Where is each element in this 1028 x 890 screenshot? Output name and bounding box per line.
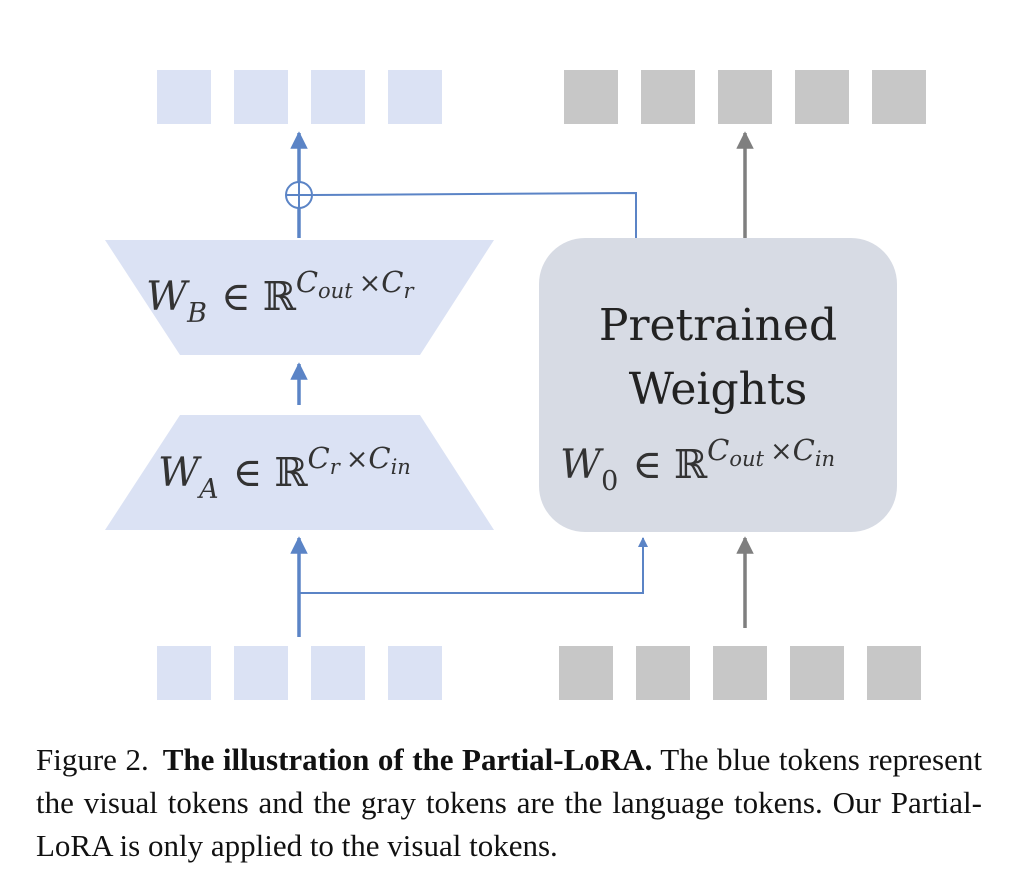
visual-token xyxy=(234,70,288,124)
top-language-tokens xyxy=(564,70,926,124)
language-token xyxy=(795,70,849,124)
language-token xyxy=(713,646,767,700)
visual-token xyxy=(157,646,211,700)
visual-token xyxy=(388,646,442,700)
language-token xyxy=(872,70,926,124)
wa-lora-down-block xyxy=(105,415,494,530)
wb-label: WB∈ℝCout×Cr xyxy=(146,265,415,329)
w0-label: W0∈ℝCout×Cin xyxy=(560,433,835,497)
pretrained-to-adder xyxy=(312,191,637,238)
visual-token xyxy=(388,70,442,124)
visual-token xyxy=(311,70,365,124)
bottom-visual-tokens xyxy=(157,646,442,700)
partial-lora-diagram: WB∈ℝCout×Cr WA∈ℝCr×Cin Pretrained Weight… xyxy=(105,70,926,700)
top-visual-tokens xyxy=(157,70,442,124)
branch-visual-to-pretrained xyxy=(299,537,648,594)
language-token xyxy=(718,70,772,124)
language-token xyxy=(559,646,613,700)
visual-token xyxy=(311,646,365,700)
wa-label: WA∈ℝCr×Cin xyxy=(158,441,411,505)
language-token xyxy=(564,70,618,124)
visual-token xyxy=(234,646,288,700)
language-token xyxy=(641,70,695,124)
pretrained-title-line1: Pretrained xyxy=(599,300,837,351)
blue-lora-path xyxy=(290,131,648,637)
pretrained-title-line2: Weights xyxy=(629,364,808,415)
language-token xyxy=(636,646,690,700)
caption-label: Figure 2. xyxy=(36,742,149,777)
caption-body: The blue tokens represent the visual tok… xyxy=(36,742,982,863)
pretrained-weights-block xyxy=(539,238,897,532)
adder-icon xyxy=(285,181,313,209)
caption-title: The illustration of the Partial-LoRA. xyxy=(162,742,653,777)
bottom-language-tokens xyxy=(559,646,921,700)
wb-lora-up-block xyxy=(105,240,494,355)
visual-token xyxy=(157,70,211,124)
figure-caption: Figure 2. The illustration of the Partial… xyxy=(36,738,982,867)
language-token xyxy=(867,646,921,700)
language-token xyxy=(790,646,844,700)
